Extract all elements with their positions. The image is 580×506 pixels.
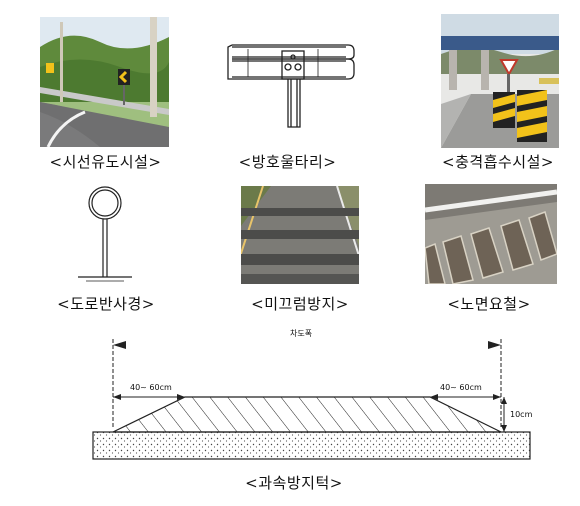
delineator-caption: <시선유도시설> — [49, 153, 162, 171]
anti-slip-photo — [241, 186, 359, 284]
hump-height: 10cm — [510, 410, 533, 419]
guardrail-caption: <방호울타리> — [238, 153, 337, 171]
delineator-photo — [40, 17, 169, 147]
road-width-label: 차도폭 — [290, 329, 313, 338]
rumble-strip-photo — [425, 184, 557, 284]
hump-right-length: 40~ 60cm — [440, 383, 482, 392]
rumble-strip-caption: <노면요철> — [447, 295, 531, 313]
hump-left-length: 40~ 60cm — [130, 383, 172, 392]
mirror-drawing — [68, 185, 144, 289]
crash-cushion-caption: <충격흡수시설> — [442, 153, 554, 171]
mirror-caption: <도로반사경> — [57, 295, 155, 313]
speed-hump-diagram — [90, 335, 535, 465]
speed-hump-caption: <과속방지턱> — [245, 474, 343, 492]
anti-slip-caption: <미끄럼방지> — [251, 295, 349, 313]
crash-cushion-photo — [441, 14, 559, 148]
guardrail-drawing — [218, 37, 356, 133]
